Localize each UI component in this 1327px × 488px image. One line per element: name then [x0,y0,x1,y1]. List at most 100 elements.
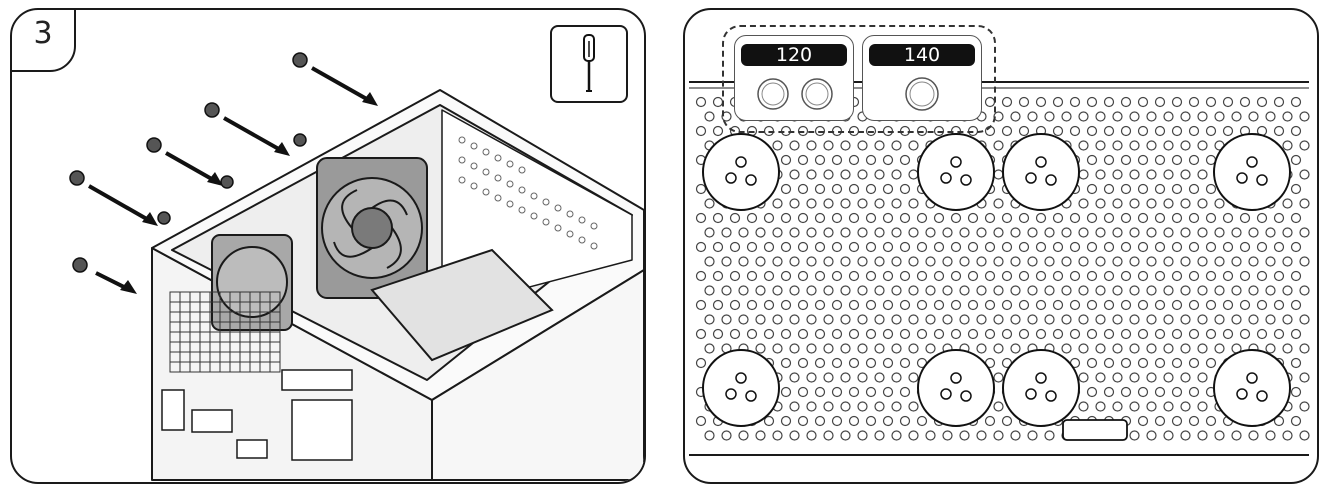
perforation-hole [823,285,834,296]
perforation-hole [840,401,851,412]
perforation-hole [984,241,996,253]
perforation-hole [1120,270,1132,282]
perforation-hole [1095,256,1106,267]
perforation-hole [1112,314,1123,325]
mount-screw-hole [735,372,747,384]
perforation-hole [1112,169,1123,180]
perforation-hole [1103,125,1115,137]
perforation-hole [1239,270,1251,282]
perforation-hole [1095,372,1106,383]
case-top-mount-drawing [69,52,644,481]
perforation-hole [848,154,860,166]
fan-mount-rings [702,133,1291,427]
perforation-hole [1010,314,1021,325]
perforation-hole [1197,401,1208,412]
perforation-hole [933,328,945,340]
perforation-hole [1239,96,1251,108]
perforation-hole [1035,241,1047,253]
perforation-hole [865,415,877,427]
mount-screw-hole [1236,388,1248,400]
perforation-hole [1188,299,1200,311]
perforation-hole [1239,299,1251,311]
perforation-hole [797,183,809,195]
fan-size-140: 140 [862,35,982,121]
perforation-hole [780,212,792,224]
perforation-hole [695,415,707,427]
perforation-hole [984,328,996,340]
perforation-hole [814,183,826,195]
perforation-hole [840,285,851,296]
perforation-hole [882,415,894,427]
perforation-hole [1052,270,1064,282]
perforation-hole [1137,270,1149,282]
perforation-hole [1222,241,1234,253]
perforation-hole [1265,256,1276,267]
perforation-hole [984,270,996,282]
perforation-hole [1044,285,1055,296]
perforation-hole [1069,212,1081,224]
perforation-hole [882,183,894,195]
perforation-hole [831,183,843,195]
perforation-hole [704,285,715,296]
perforation-hole [874,372,885,383]
perforation-hole [1112,198,1123,209]
perforation-hole [891,285,902,296]
perforation-hole [1129,401,1140,412]
perforation-hole [1052,212,1064,224]
perforation-hole [1129,198,1140,209]
perforation-hole [1231,285,1242,296]
perforation-hole [1137,415,1149,427]
perforation-hole [925,227,936,238]
perforation-hole [1137,154,1149,166]
perforation-hole [1069,328,1081,340]
perforation-hole [772,256,783,267]
tool-indicator [550,25,628,103]
perforation-hole [1231,256,1242,267]
perforation-hole [797,212,809,224]
perforation-hole [1095,198,1106,209]
perforation-hole [1290,241,1302,253]
perforation-hole [1095,401,1106,412]
perforation-hole [1273,96,1285,108]
perforation-hole [882,270,894,282]
perforation-hole [704,227,715,238]
perforation-hole [1290,299,1302,311]
perforation-hole [1095,227,1106,238]
fan-mount-diagram-panel: 120 140 [683,8,1319,484]
perforation-hole [1214,285,1225,296]
perforation-hole [1163,430,1174,441]
perforation-hole [993,227,1004,238]
perforation-hole [1137,299,1149,311]
perforation-hole [1180,314,1191,325]
perforation-hole [865,357,877,369]
perforation-hole [1222,125,1234,137]
perforation-hole [704,198,715,209]
perforation-hole [916,415,928,427]
perforation-hole [729,299,741,311]
perforation-hole [1129,314,1140,325]
perforation-hole [1137,183,1149,195]
perforation-hole [1299,285,1310,296]
perforation-hole [1154,299,1166,311]
perforation-hole [993,314,1004,325]
perforation-hole [874,430,885,441]
perforation-hole [789,343,800,354]
perforation-hole [1188,125,1200,137]
perforation-hole [891,256,902,267]
perforation-hole [1103,299,1115,311]
perforation-hole [967,299,979,311]
perforation-hole [1273,241,1285,253]
perforation-hole [1239,328,1251,340]
perforation-hole [1129,227,1140,238]
perforation-hole [1086,386,1098,398]
perforation-hole [1129,372,1140,383]
perforation-hole [712,212,724,224]
perforation-hole [1171,415,1183,427]
perforation-hole [1120,183,1132,195]
perforation-hole [780,270,792,282]
perforation-hole [976,285,987,296]
perforation-hole [848,270,860,282]
perforation-hole [1290,183,1302,195]
perforation-hole [1265,111,1276,122]
perforation-hole [823,169,834,180]
